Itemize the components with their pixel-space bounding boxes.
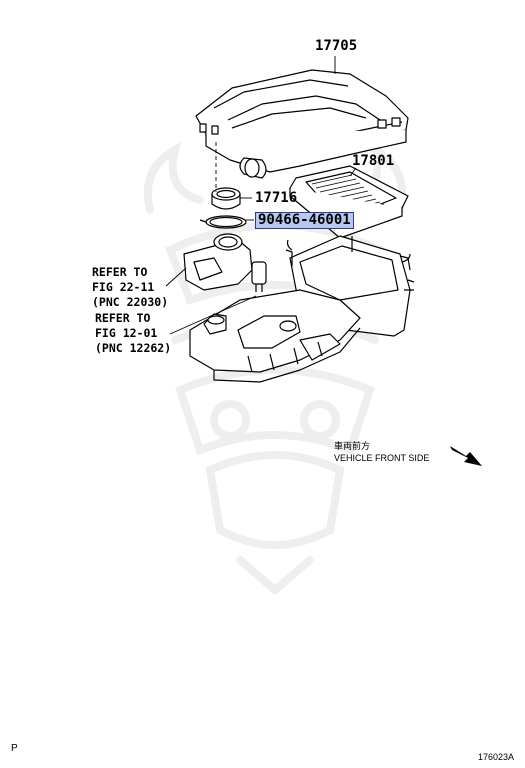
- intake-hose: [211, 187, 241, 210]
- air-cleaner-case: [189, 235, 415, 383]
- reference-2-line-2[interactable]: FIG 12-01: [95, 326, 158, 340]
- front-label-jp: 車両前方: [334, 441, 371, 451]
- reference-2-line-3: (PNC 12262): [95, 341, 172, 355]
- air-cleaner-cover: [195, 69, 409, 179]
- gasket-ring: [199, 215, 247, 229]
- reference-1-line-2[interactable]: FIG 22-11: [92, 280, 155, 294]
- footer-left-code: P: [11, 743, 18, 754]
- reference-2-line-1: REFER TO: [95, 311, 151, 325]
- throttle-body-hose: [183, 233, 267, 292]
- reference-1-line-1: REFER TO: [92, 265, 148, 279]
- reference-1-line-3: (PNC 22030): [92, 295, 169, 309]
- leader-lines: [165, 56, 357, 335]
- part-label-gasket-highlighted[interactable]: 90466-46001: [255, 212, 354, 229]
- footer-figure-number: 176023A: [478, 752, 515, 762]
- part-label-hose: 17716: [255, 190, 298, 206]
- front-label-en: VEHICLE FRONT SIDE: [334, 453, 430, 463]
- part-label-cover: 17705: [315, 38, 358, 54]
- part-label-filter: 17801: [352, 153, 395, 169]
- front-direction-arrow-icon: [450, 446, 482, 466]
